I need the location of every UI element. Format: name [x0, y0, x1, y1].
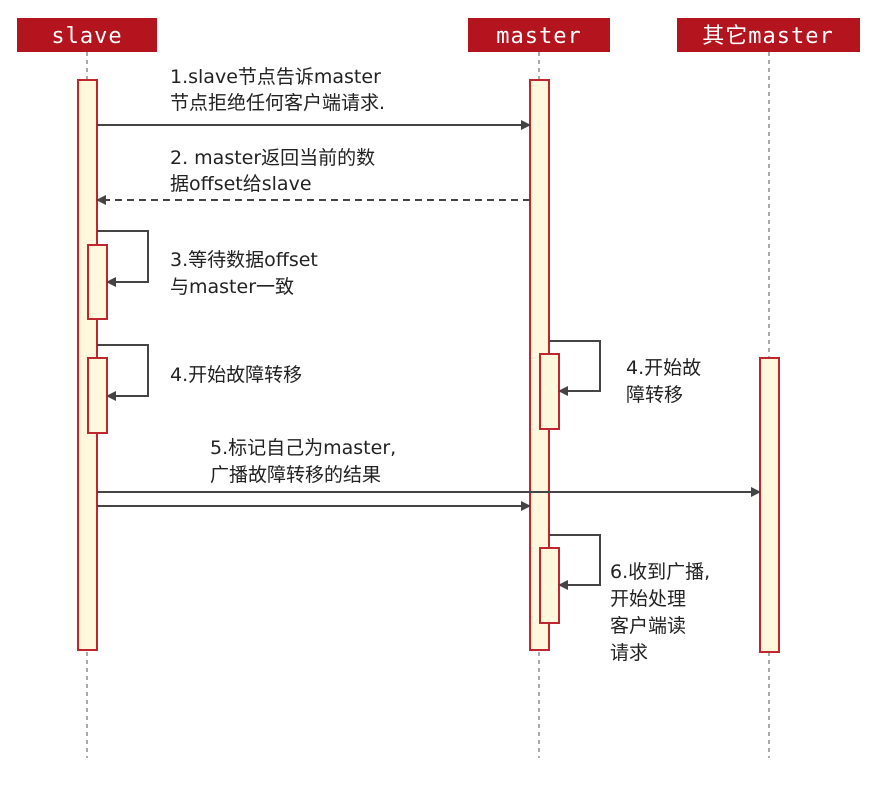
message-4b-arrow [549, 340, 601, 396]
message-2-label-line-1: 2. master返回当前的数 [170, 147, 375, 169]
message-3-label-line-1: 3.等待数据offset [170, 249, 318, 271]
message-1-label-line-2: 节点拒绝任何客户端请求. [170, 92, 385, 114]
message-3-arrow [97, 230, 149, 287]
activation-master-failover [539, 353, 560, 430]
participant-slave: slave [17, 18, 157, 52]
participant-slave-label: slave [51, 24, 122, 49]
message-6-label-line-2: 开始处理 [610, 588, 686, 610]
message-6-label-line-1: 6.收到广播, [610, 561, 710, 583]
message-5-label-line-1: 5.标记自己为master, [210, 437, 396, 459]
message-4a-label: 4.开始故障转移 [170, 364, 302, 386]
message-6-label-line-3: 客户端读 [610, 615, 686, 637]
message-4b-label-line-1: 4.开始故 [626, 357, 701, 379]
activation-other-master [759, 357, 780, 653]
participant-other-master-label: 其它master [702, 24, 833, 49]
message-3-label-line-2: 与master一致 [170, 276, 294, 298]
message-1-label-line-1: 1.slave节点告诉master [170, 66, 381, 88]
message-4b-label-line-2: 障转移 [626, 384, 683, 406]
participant-master: master [468, 18, 610, 52]
message-2-label-line-2: 据offset给slave [170, 173, 312, 195]
message-6-label-line-4: 请求 [610, 642, 648, 664]
activation-slave-wait [87, 244, 108, 320]
message-5-label-line-2: 广播故障转移的结果 [210, 464, 381, 486]
activation-master-receive [539, 547, 560, 624]
activation-slave-failover [87, 357, 108, 434]
message-6-arrow [549, 534, 601, 590]
participant-other-master: 其它master [677, 18, 860, 52]
participant-master-label: master [496, 24, 581, 49]
message-4a-arrow [97, 344, 149, 401]
